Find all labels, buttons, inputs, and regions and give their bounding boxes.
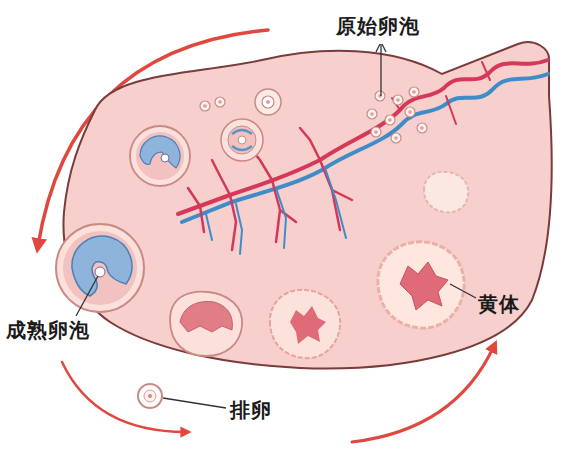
blood-vessels [250,148,296,242]
corpus-albicans [424,172,468,213]
primordial-follicle-core [388,118,392,122]
mature-follicle [56,224,144,312]
callout-label: 成熟卵泡 [6,318,90,342]
blood-vessels [300,128,352,230]
leader-line [376,44,386,52]
primordial-follicle [393,95,403,105]
antral-follicle [130,126,190,186]
primordial-follicle-core [408,110,412,114]
leader-line [450,284,476,298]
mature-follicle [72,236,132,296]
secondary-follicle [232,130,252,150]
blood-vessels [206,204,242,254]
antral-follicle [140,136,180,168]
leader-line [163,398,226,408]
primordial-follicle-core [374,130,378,134]
ruptured-follicle [170,292,242,356]
released-ovum [148,394,152,398]
secondary-follicle [221,119,263,161]
blood-vessels [276,188,286,248]
secondary-follicle [221,119,263,161]
primordial-follicle [371,127,381,137]
primordial-follicle-core [412,90,416,94]
developing-corpus-luteum [290,306,326,344]
mature-follicle [95,267,105,277]
primordial-follicle-core [218,100,222,104]
antral-follicle [136,132,184,180]
released-ovum [144,390,156,402]
blood-vessels [178,60,548,214]
ovary-outline [63,42,551,368]
primordial-follicle [375,91,385,101]
primordial-follicle-core [396,98,400,102]
primordial-follicle [409,87,419,97]
blood-vessels [325,168,346,238]
primary-follicle [255,89,281,115]
blood-vessels [392,62,490,124]
released-ovum [138,384,162,408]
primordial-follicle-core [394,136,398,140]
primordial-follicle [417,123,427,133]
primary-follicle [266,100,270,104]
blood-vessels [182,74,548,222]
primordial-follicle [405,107,415,117]
cycle-arrow [62,362,186,432]
blood-vessels [178,60,548,254]
developing-corpus-luteum [270,290,340,358]
primordial-follicle [367,109,377,119]
corpus-luteum [400,262,448,310]
callout-label: 黄体 [478,292,520,316]
ruptured-follicle [170,292,242,356]
secondary-follicle [238,136,246,144]
primordial-follicle-core [203,104,207,108]
antral-follicle [130,126,190,186]
released-ovum [138,384,162,408]
developing-corpus-luteum [270,290,340,358]
primordial-follicle [200,101,210,111]
primordial-follicle [385,115,395,125]
leader-line [76,276,98,316]
secondary-follicle [228,126,256,154]
primary-follicle [262,96,274,108]
callout-label: 排卵 [230,398,272,422]
mature-follicle [56,224,144,312]
primordial-follicle-core [370,112,374,116]
leader-line [76,44,476,408]
primordial-follicle-core [420,126,424,130]
primordial-follicle [391,133,401,143]
primordial-follicle [215,97,225,107]
mature-follicle [63,231,137,305]
callout-label: 原始卵泡 [336,14,420,38]
corpus-albicans [424,172,468,213]
ruptured-follicle [180,302,232,332]
antral-follicle [161,154,169,162]
leader-line [380,44,381,96]
primary-follicle [255,89,281,115]
